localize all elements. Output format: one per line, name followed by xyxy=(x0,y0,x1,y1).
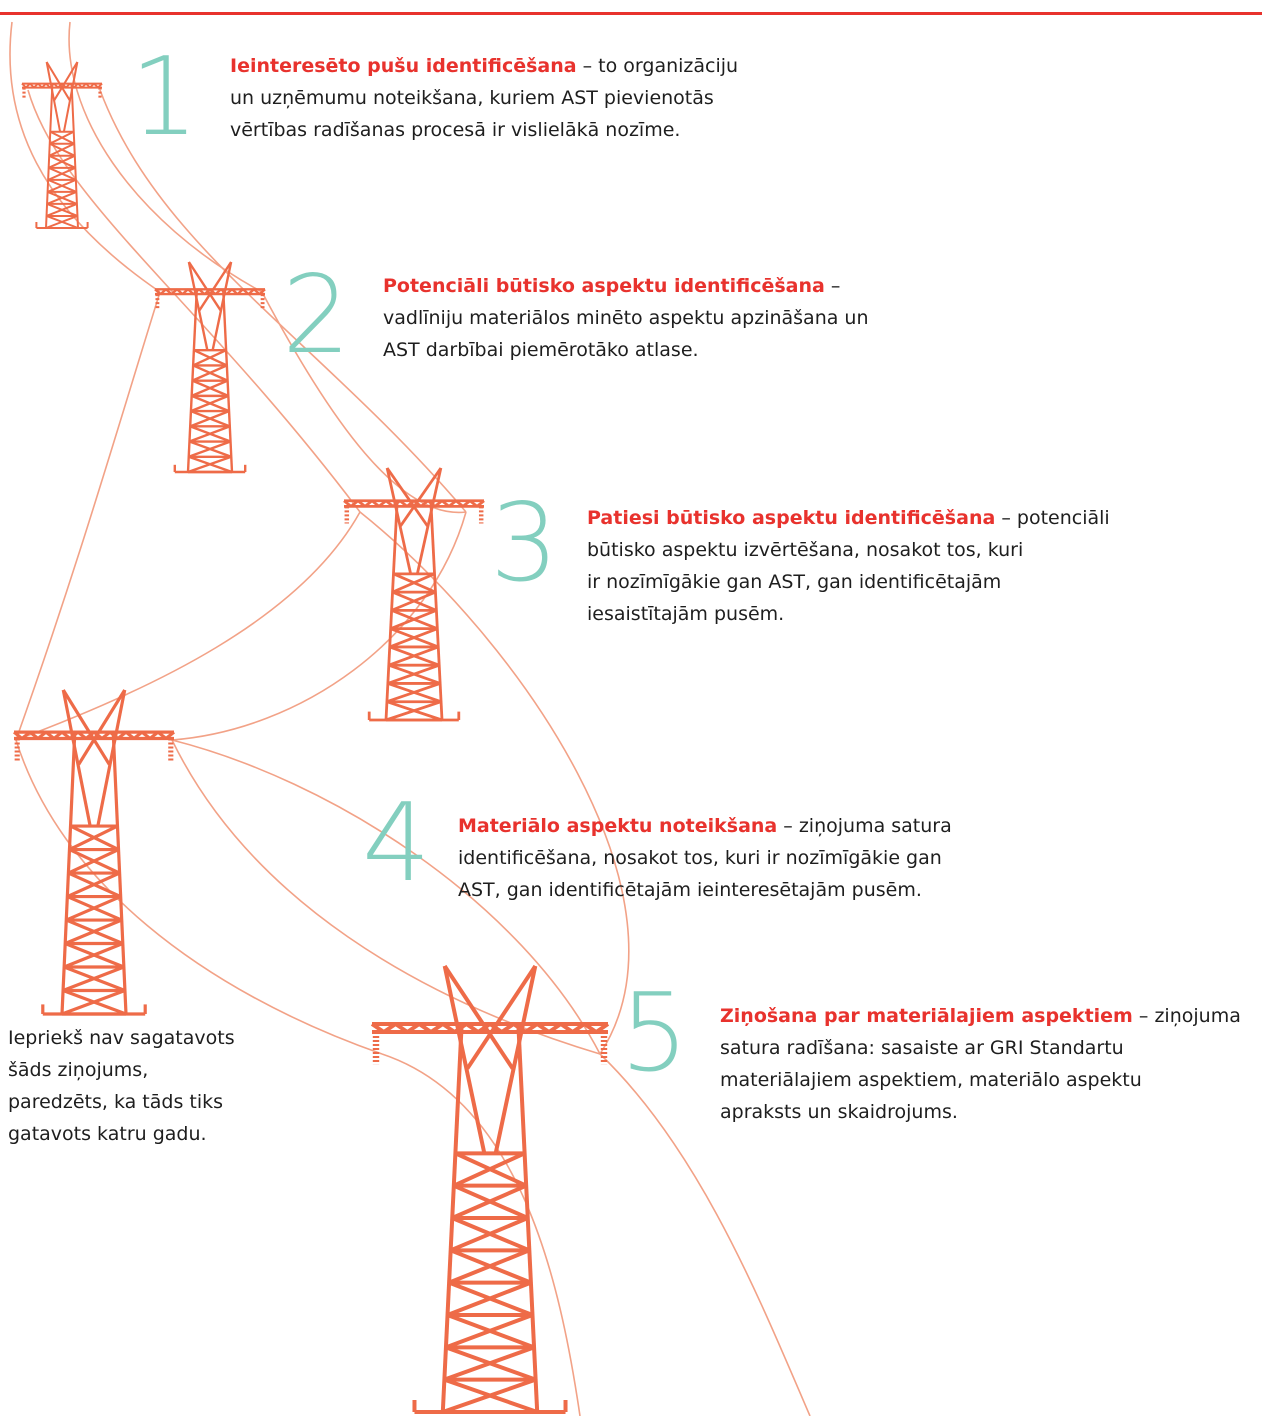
wire-7 xyxy=(15,511,361,741)
step-number-2: 2 xyxy=(282,253,351,378)
side-note: Iepriekš nav sagatavots šāds ziņojums, p… xyxy=(8,1027,235,1145)
wire-2 xyxy=(68,21,263,293)
pylon-icon xyxy=(370,964,610,1414)
wire-4 xyxy=(99,89,467,513)
step-text-3: Patiesi būtisko aspektu identificēšana –… xyxy=(587,507,1110,625)
wire-1 xyxy=(9,21,161,293)
step-title-3: Patiesi būtisko aspektu identificēšana xyxy=(587,507,996,529)
step-text-5: Ziņošana par materiālajiem aspektiem – z… xyxy=(720,1005,1241,1123)
wire-3 xyxy=(27,89,361,513)
top-accent-rule xyxy=(0,12,1262,15)
step-number-5: 5 xyxy=(620,971,689,1096)
step-title-1: Ieinteresēto pušu identificēšana xyxy=(230,55,577,77)
wire-9 xyxy=(15,739,383,1055)
pylon-icon xyxy=(343,467,485,722)
step-title-5: Ziņošana par materiālajiem aspektiem xyxy=(720,1005,1133,1027)
step-text-2: Potenciāli būtisko aspektu identificēšan… xyxy=(383,275,869,361)
wire-10 xyxy=(171,739,601,1055)
pylon-icon xyxy=(154,261,266,474)
wire-6 xyxy=(261,291,467,514)
wire-12 xyxy=(599,1053,811,1416)
pylon-icon xyxy=(21,61,103,229)
step-title-4: Materiālo aspektu noteikšana xyxy=(458,815,778,837)
pylon-icon xyxy=(13,689,175,1016)
wire-5 xyxy=(15,291,161,741)
towers-group xyxy=(13,61,610,1414)
step-title-2: Potenciāli būtisko aspektu identificēšan… xyxy=(383,275,825,297)
step-text-1: Ieinteresēto pušu identificēšana – to or… xyxy=(230,55,739,141)
wire-14 xyxy=(171,739,601,1055)
step-number-4: 4 xyxy=(362,781,431,906)
step-number-1: 1 xyxy=(130,35,199,160)
wire-8 xyxy=(171,511,467,741)
step-number-3: 3 xyxy=(490,481,559,606)
step-text-4: Materiālo aspektu noteikšana – ziņojuma … xyxy=(458,815,952,901)
